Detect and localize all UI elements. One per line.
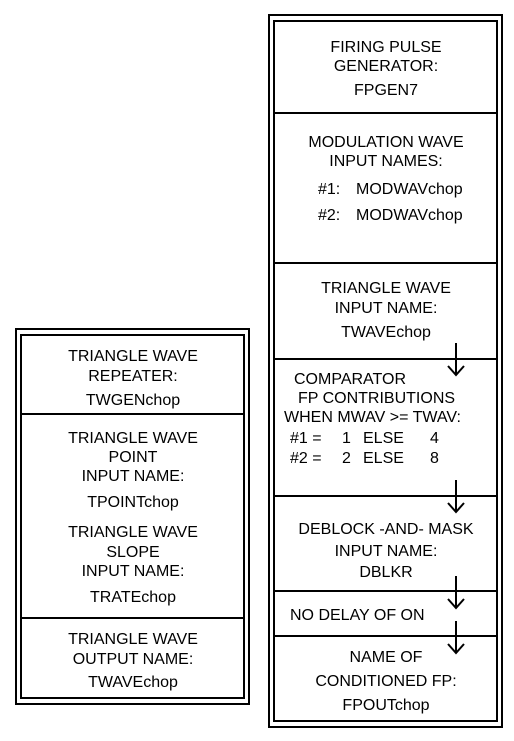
slope-name: TRATEchop <box>90 589 176 606</box>
point-name: TPOINTchop <box>87 494 179 511</box>
right-divider-3 <box>274 358 496 360</box>
generator-name: FPGEN7 <box>353 82 419 99</box>
point-title-line1: TRIANGLE WAVE <box>68 430 198 447</box>
modulation-input-2-name: MODWAVchop <box>356 207 463 224</box>
repeater-title-line2: REPEATER: <box>88 368 178 385</box>
arrow-down-icon <box>447 480 465 514</box>
comparator-row-2-else-value: 8 <box>430 450 439 467</box>
repeater-title-line1: TRIANGLE WAVE <box>68 348 198 365</box>
left-divider-2 <box>21 617 243 619</box>
comparator-title-line3: WHEN MWAV >= TWAV: <box>284 409 461 426</box>
comparator-row-2-else: ELSE <box>363 450 404 467</box>
point-title-line2: POINT <box>108 449 158 466</box>
triangle-input-name: TWAVEchop <box>341 324 431 341</box>
comparator-row-1-else: ELSE <box>363 430 404 447</box>
output-title-line2: OUTPUT NAME: <box>72 651 194 668</box>
firing-pulse-generator-block-outer <box>268 14 503 728</box>
modulation-input-1-label: #1: <box>318 181 341 198</box>
conditioned-name: FPOUTchop <box>342 697 430 714</box>
modulation-input-2-label: #2: <box>318 207 341 224</box>
triangle-input-title-line1: TRIANGLE WAVE <box>321 280 451 297</box>
modulation-title-line2: INPUT NAMES: <box>329 153 443 170</box>
slope-title-line2: SLOPE <box>106 544 160 561</box>
comparator-row-1-label: #1 = <box>290 430 322 447</box>
slope-title-line3: INPUT NAME: <box>81 563 185 580</box>
right-divider-4 <box>274 495 496 497</box>
comparator-title-line1: COMPARATOR <box>294 371 407 388</box>
modulation-input-1-name: MODWAVchop <box>356 181 463 198</box>
point-title-line3: INPUT NAME: <box>81 468 185 485</box>
generator-title-line2: GENERATOR: <box>333 58 439 75</box>
right-divider-2 <box>274 262 496 264</box>
arrow-down-icon <box>447 576 465 610</box>
deblock-title-line2: INPUT NAME: <box>334 543 438 560</box>
conditioned-title-line1: NAME OF <box>349 649 423 666</box>
deblock-name: DBLKR <box>359 564 413 581</box>
arrow-down-icon <box>447 343 465 377</box>
comparator-row-1-value: 1 <box>342 430 351 447</box>
triangle-input-title-line2: INPUT NAME: <box>334 300 438 317</box>
comparator-row-2-label: #2 = <box>290 450 322 467</box>
generator-title-line1: FIRING PULSE <box>330 39 442 56</box>
comparator-title-line2: FP CONTRIBUTIONS <box>298 390 456 407</box>
right-divider-1 <box>274 112 496 114</box>
right-divider-6 <box>274 635 496 637</box>
arrow-down-icon <box>447 621 465 655</box>
slope-title-line1: TRIANGLE WAVE <box>68 524 198 541</box>
output-name: TWAVEchop <box>88 674 178 691</box>
repeater-name: TWGENchop <box>85 392 181 409</box>
delay-label: NO DELAY OF ON <box>290 607 425 624</box>
modulation-title-line1: MODULATION WAVE <box>308 134 464 151</box>
output-title-line1: TRIANGLE WAVE <box>68 631 198 648</box>
triangle-wave-repeater-block <box>20 334 245 699</box>
comparator-row-1-else-value: 4 <box>430 430 439 447</box>
deblock-title-line1: DEBLOCK -AND- MASK <box>298 521 474 538</box>
conditioned-title-line2: CONDITIONED FP: <box>315 673 457 690</box>
left-divider-1 <box>21 413 243 415</box>
comparator-row-2-value: 2 <box>342 450 351 467</box>
firing-pulse-generator-block <box>273 20 498 722</box>
triangle-wave-repeater-block-outer <box>15 328 250 705</box>
right-divider-5 <box>274 590 496 592</box>
